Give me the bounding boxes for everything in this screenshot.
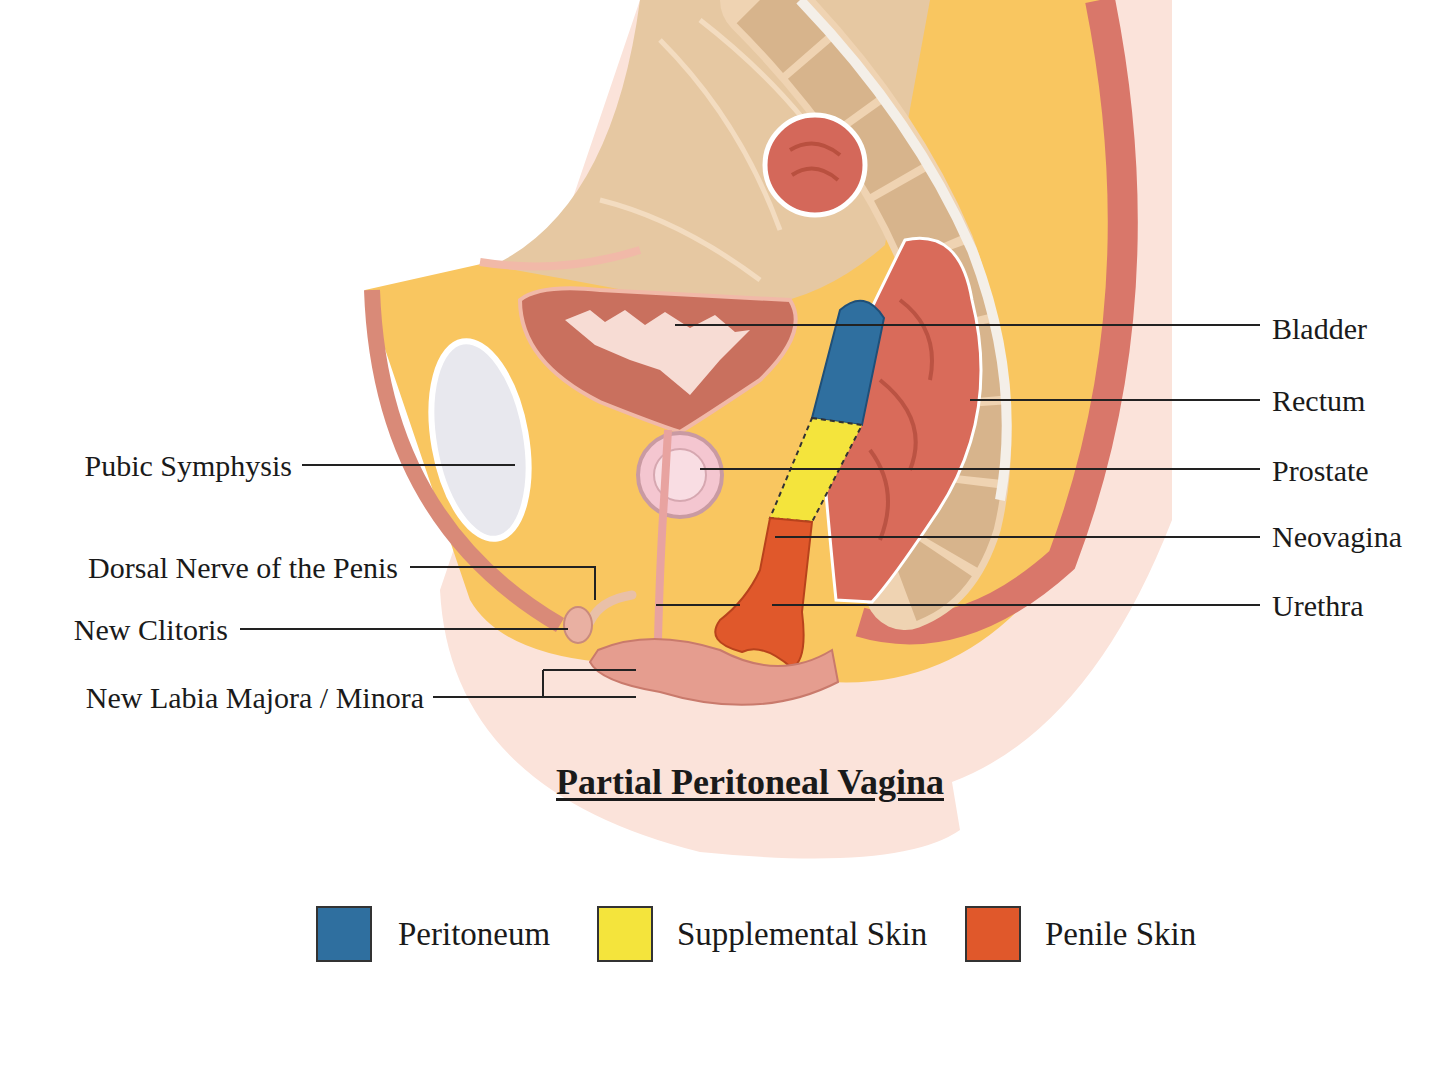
urethra [658, 430, 668, 640]
part-label: Dorsal Nerve of the Penis [88, 551, 398, 584]
legend-label: Penile Skin [1045, 916, 1196, 952]
bladder [520, 288, 796, 432]
abdominal-cavity [492, 0, 930, 308]
legend-swatch [965, 906, 1021, 962]
prostate [638, 433, 722, 517]
legend-swatch [597, 906, 653, 962]
bladder-lumen [565, 310, 750, 395]
part-label: New Labia Majora / Minora [86, 681, 424, 714]
leader-lines [240, 325, 1260, 697]
sigmoid-colon [765, 115, 865, 215]
part-label: Neovagina [1272, 520, 1402, 553]
penile-skin-segment [715, 518, 812, 668]
part-label: New Clitoris [74, 613, 228, 646]
part-label: Rectum [1272, 384, 1365, 417]
part-label: Urethra [1272, 589, 1364, 622]
diagram-title: Partial Peritoneal Vagina [556, 763, 944, 803]
part-label: Prostate [1272, 454, 1369, 487]
colon-folds [790, 144, 840, 180]
legend-swatch [316, 906, 372, 962]
pelvic-fat [365, 0, 1122, 682]
clitoris [564, 607, 592, 643]
legend-label: Supplemental Skin [677, 916, 927, 952]
peritoneal-line [480, 250, 640, 266]
dorsal-nerve [590, 595, 632, 622]
labia [590, 639, 838, 705]
pubic-bone [417, 334, 542, 547]
legend-label: Peritoneum [398, 916, 550, 952]
part-label: Bladder [1272, 312, 1367, 345]
peritoneum-segment [812, 301, 884, 425]
part-label: Pubic Symphysis [84, 449, 292, 482]
